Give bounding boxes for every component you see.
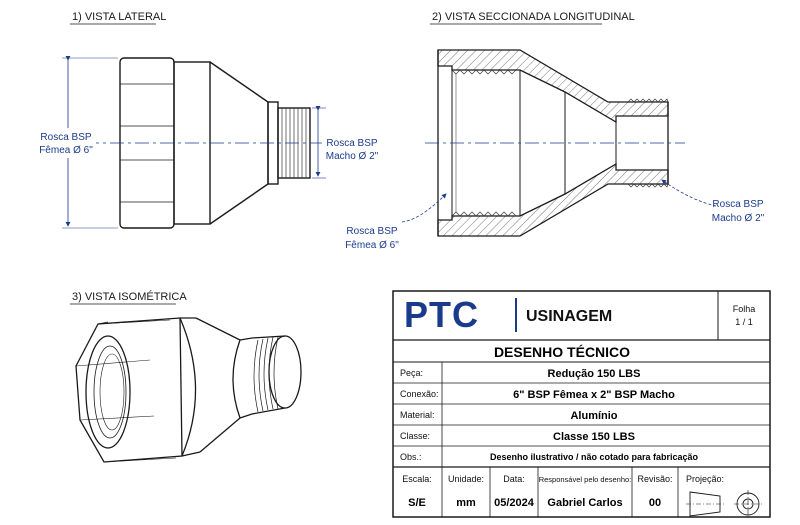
bottom-value-escala: S/E [408, 497, 426, 509]
section-male-label-line1: Rosca BSP [712, 199, 763, 210]
isometric-body [75, 317, 302, 463]
drawing-heading: DESENHO TÉCNICO [494, 344, 630, 360]
bottom-value-responsavel: Gabriel Carlos [547, 497, 622, 509]
bottom-label-responsavel: Responsável pelo desenho: [539, 475, 632, 484]
lateral-female-label-line2: Fêmea Ø 6" [39, 145, 93, 156]
section-female-label-line2: Fêmea Ø 6" [345, 240, 399, 251]
lateral-female-label-line1: Rosca BSP [40, 132, 91, 143]
bottom-value-data: 05/2024 [494, 497, 535, 509]
row-value-obs: Desenho ilustrativo / não cotado para fa… [490, 452, 699, 462]
company-logo: PTC [404, 294, 479, 335]
title-block: PTC USINAGEM Folha 1 / 1 DESENHO TÉCNICO… [392, 290, 771, 518]
bottom-label-revisao: Revisão: [637, 474, 672, 484]
bottom-label-escala: Escala: [402, 474, 432, 484]
lateral-male-label-line2: Macho Ø 2" [326, 151, 379, 162]
section-bottom-wall [437, 162, 669, 237]
row-value-material: Alumínio [570, 410, 617, 422]
bottom-label-unidade: Unidade: [448, 474, 484, 484]
title-block-rows [393, 362, 770, 468]
isometric-view-title: 3) VISTA ISOMÉTRICA [72, 290, 187, 303]
bottom-value-unidade: mm [456, 497, 476, 509]
isometric-view: 3) VISTA ISOMÉTRICA [70, 290, 302, 463]
row-label-conexao: Conexão: [400, 389, 439, 399]
title-block-bottom-grid [441, 467, 679, 517]
row-value-classe: Classe 150 LBS [553, 431, 635, 443]
company-name: USINAGEM [526, 308, 612, 325]
section-male-thread [627, 98, 669, 188]
lateral-male-dimension [312, 106, 326, 179]
section-female-leader [401, 193, 447, 223]
row-label-classe: Classe: [400, 431, 430, 441]
section-view: 2) VISTA SECCIONADA LONGITUDINAL Rosca B… [345, 11, 764, 251]
section-view-title: 2) VISTA SECCIONADA LONGITUDINAL [432, 11, 635, 23]
projection-symbol-icon [686, 490, 762, 518]
row-label-peca: Peça: [400, 368, 423, 378]
bottom-label-projecao: Projeção: [686, 474, 724, 484]
section-male-leader [661, 179, 717, 207]
section-top-wall [437, 49, 669, 124]
section-male-label-line2: Macho Ø 2" [712, 213, 765, 224]
lateral-view: 1) VISTA LATERAL [38, 11, 382, 229]
row-value-peca: Redução 150 LBS [548, 368, 641, 380]
sheet-value: 1 / 1 [735, 317, 753, 327]
row-value-conexao: 6" BSP Fêmea x 2" BSP Macho [513, 389, 675, 401]
sheet-label: Folha [733, 304, 756, 314]
lateral-view-title: 1) VISTA LATERAL [72, 11, 166, 23]
bottom-value-revisao: 00 [649, 497, 661, 509]
row-label-obs: Obs.: [400, 452, 422, 462]
section-female-label-line1: Rosca BSP [346, 226, 397, 237]
lateral-male-label-line1: Rosca BSP [326, 138, 377, 149]
bottom-label-data: Data: [503, 474, 525, 484]
row-label-material: Material: [400, 410, 435, 420]
